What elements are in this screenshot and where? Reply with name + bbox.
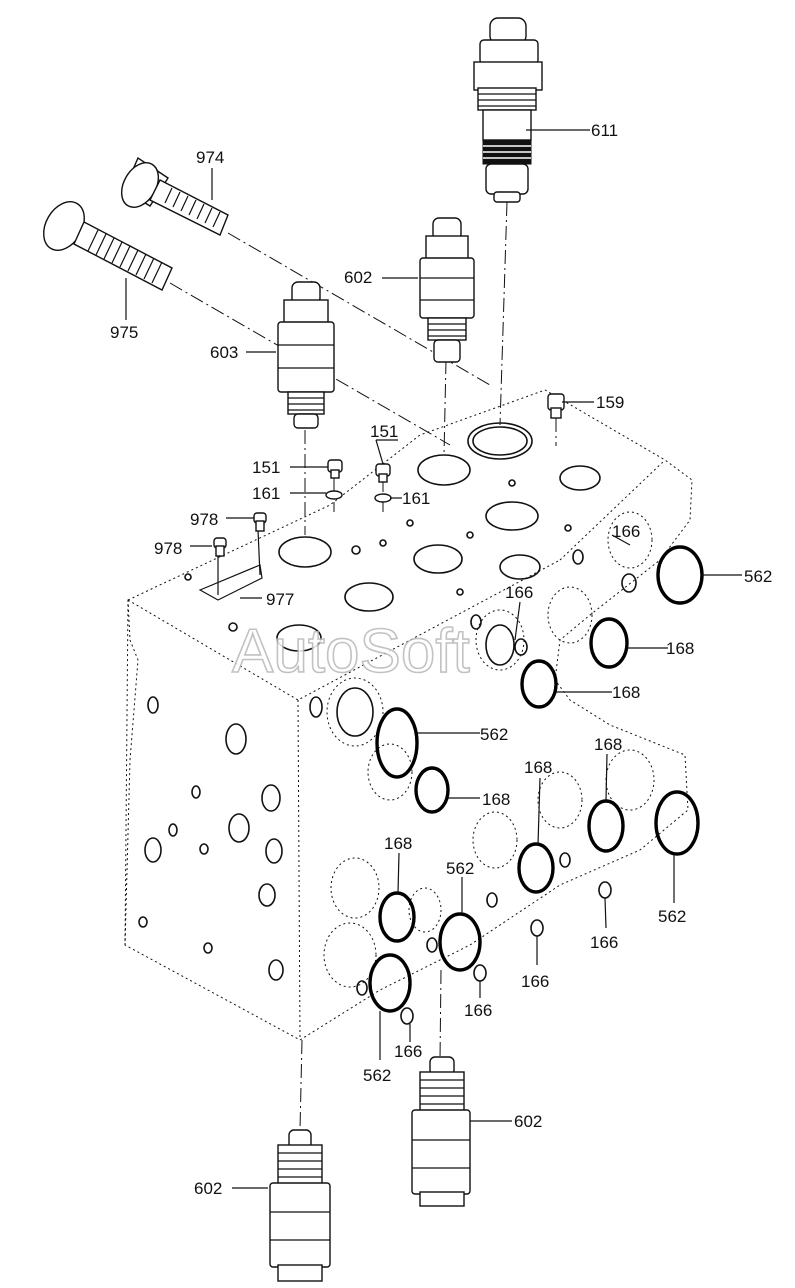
callout-166-top-middle: 166: [505, 583, 533, 602]
o-ring-562-d: [438, 912, 482, 972]
callout-562-top-right: 562: [744, 567, 772, 586]
valve-602-bottom: [269, 1129, 331, 1282]
o-ring-562-a: [656, 545, 704, 605]
callout-166-top-right: 166: [612, 522, 640, 541]
callout-975: 975: [110, 323, 138, 342]
o-ring-168-c: [414, 766, 450, 814]
o-ring-166-c: [598, 881, 612, 899]
callout-159: 159: [596, 393, 624, 412]
callout-562-lower-right: 562: [658, 907, 686, 926]
callout-978-upper: 978: [190, 510, 218, 529]
callout-562-lower-middle: 562: [446, 859, 474, 878]
callout-168-right: 168: [594, 735, 622, 754]
top-face-ports: [184, 422, 601, 652]
left-face-holes: [138, 696, 284, 981]
o-ring-166-e: [473, 964, 487, 982]
callout-168-left: 168: [482, 790, 510, 809]
callout-974: 974: [196, 148, 224, 167]
callout-166-lower-right: 166: [590, 933, 618, 952]
o-ring-168-b: [520, 659, 558, 709]
bolt-974: [120, 156, 229, 236]
callout-161-right: 161: [402, 489, 430, 508]
valve-block-body: [124, 389, 693, 1041]
o-ring-168-d: [587, 799, 625, 853]
leader-lines: [125, 129, 742, 1189]
o-ring-562-b: [375, 707, 419, 779]
callout-562-bottom-left: 562: [363, 1066, 391, 1085]
callout-labels: 611 974 975 602 603 159 151 151 161 161 …: [110, 121, 772, 1198]
o-ring-166-a: [621, 573, 637, 593]
small-plugs: [213, 393, 565, 557]
callout-602-lower-middle: 602: [514, 1112, 542, 1131]
callout-977: 977: [266, 590, 294, 609]
callout-611: 611: [591, 121, 618, 140]
relief-valve-611: [473, 17, 543, 203]
o-ring-168-f: [378, 891, 416, 943]
o-ring-166-d: [530, 919, 544, 937]
o-ring-168-e: [517, 842, 555, 894]
callout-161-left: 161: [252, 484, 280, 503]
o-ring-562-e: [368, 953, 412, 1013]
callout-602-upper: 602: [344, 268, 372, 287]
callout-978-lower: 978: [154, 539, 182, 558]
valve-603: [277, 281, 335, 429]
o-rings: [368, 545, 704, 1025]
callout-168-lower-left: 168: [384, 834, 412, 853]
callout-562-left: 562: [480, 725, 508, 744]
callout-168-upper-right: 168: [666, 639, 694, 658]
callout-168-middle: 168: [524, 758, 552, 777]
callout-602-bottom: 602: [194, 1179, 222, 1198]
callout-603: 603: [210, 343, 238, 362]
o-ring-168-a: [589, 617, 629, 669]
callout-151-right: 151: [370, 422, 398, 441]
o-ring-166-f: [400, 1007, 414, 1025]
callout-166-lower-left: 166: [464, 1001, 492, 1020]
callout-166-bottom: 166: [394, 1042, 422, 1061]
valve-602-upper: [419, 217, 475, 363]
watermark-text: AutoSoft: [232, 617, 470, 686]
callout-151-left: 151: [252, 458, 280, 477]
bolt-975: [43, 201, 173, 291]
o-ring-166-b: [514, 638, 528, 656]
callout-166-lower-middle: 166: [521, 972, 549, 991]
valve-602-lower-middle: [411, 1056, 471, 1207]
callout-168-upper-middle: 168: [612, 683, 640, 702]
o-ring-562-c: [654, 790, 700, 856]
